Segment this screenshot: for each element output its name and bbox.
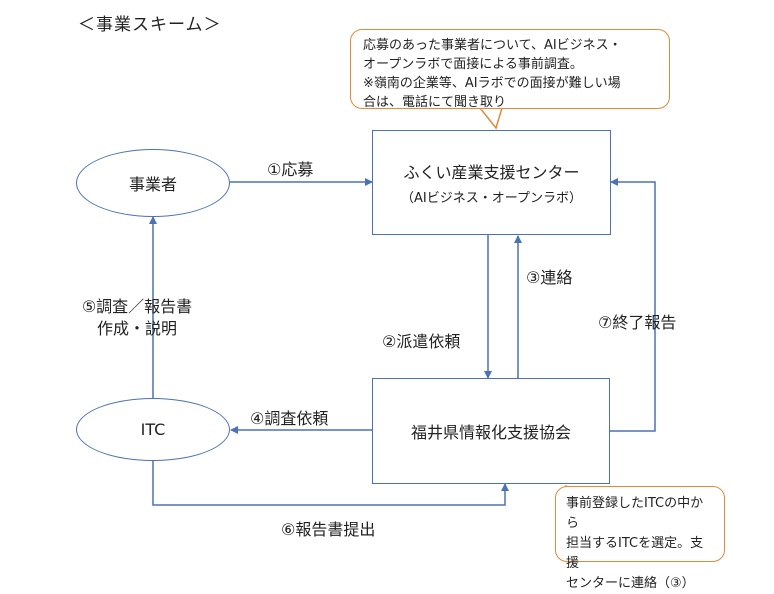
- callout-top-line2: オープンラボで面接による事前調査。: [363, 57, 583, 72]
- arrow-finish: [610, 178, 656, 432]
- label-apply: ①応募: [267, 160, 314, 179]
- callout-bottom-line1: 事前登録したITCの中から: [566, 496, 704, 531]
- label-finish: ⑦終了報告: [598, 313, 677, 332]
- label-submit: ⑥報告書提出: [281, 520, 376, 539]
- label-contact: ③連絡: [526, 268, 573, 287]
- node-applicant-label: 事業者: [128, 175, 177, 194]
- label-explain-line2: 作成・説明: [96, 319, 177, 338]
- node-applicant: 事業者: [76, 149, 230, 217]
- callout-top-line1: 応募のあった事業者について、AIビジネス・: [363, 38, 622, 53]
- label-survey-request: ④調査依頼: [250, 409, 329, 428]
- callout-top-line3: ※嶺南の企業等、AIラボでの面接が難しい場: [363, 76, 621, 91]
- node-association: 福井県情報化支援協会: [372, 378, 610, 484]
- node-itc: ITC: [76, 398, 230, 461]
- callout-bottom-line3: センターに連絡（③）: [566, 576, 695, 591]
- label-dispatch: ②派遣依頼: [382, 332, 461, 351]
- node-fukui-center-sub: （AIビジネス・オープンラボ）: [401, 191, 582, 206]
- callout-top-line4: 合は、電話にて聞き取り: [363, 95, 507, 110]
- callout-bottom-line2: 担当するITCを選定。支援: [566, 536, 704, 571]
- node-fukui-center: ふくい産業支援センター （AIビジネス・オープンラボ）: [372, 130, 611, 235]
- node-fukui-center-name: ふくい産業支援センター: [403, 163, 580, 182]
- label-explain: ⑤調査／報告書 作成・説明: [62, 296, 212, 340]
- node-association-name: 福井県情報化支援協会: [410, 423, 571, 442]
- callout-itc-selection: 事前登録したITCの中から 担当するITCを選定。支援 センターに連絡（③）: [555, 486, 725, 591]
- callout-pre-interview: 応募のあった事業者について、AIビジネス・ オープンラボで面接による事前調査。 …: [350, 29, 670, 110]
- node-itc-label: ITC: [140, 420, 166, 439]
- arrow-submit: [152, 461, 509, 506]
- label-explain-line1: ⑤調査／報告書: [81, 297, 193, 316]
- page-title: ＜事業スキーム＞: [78, 15, 222, 35]
